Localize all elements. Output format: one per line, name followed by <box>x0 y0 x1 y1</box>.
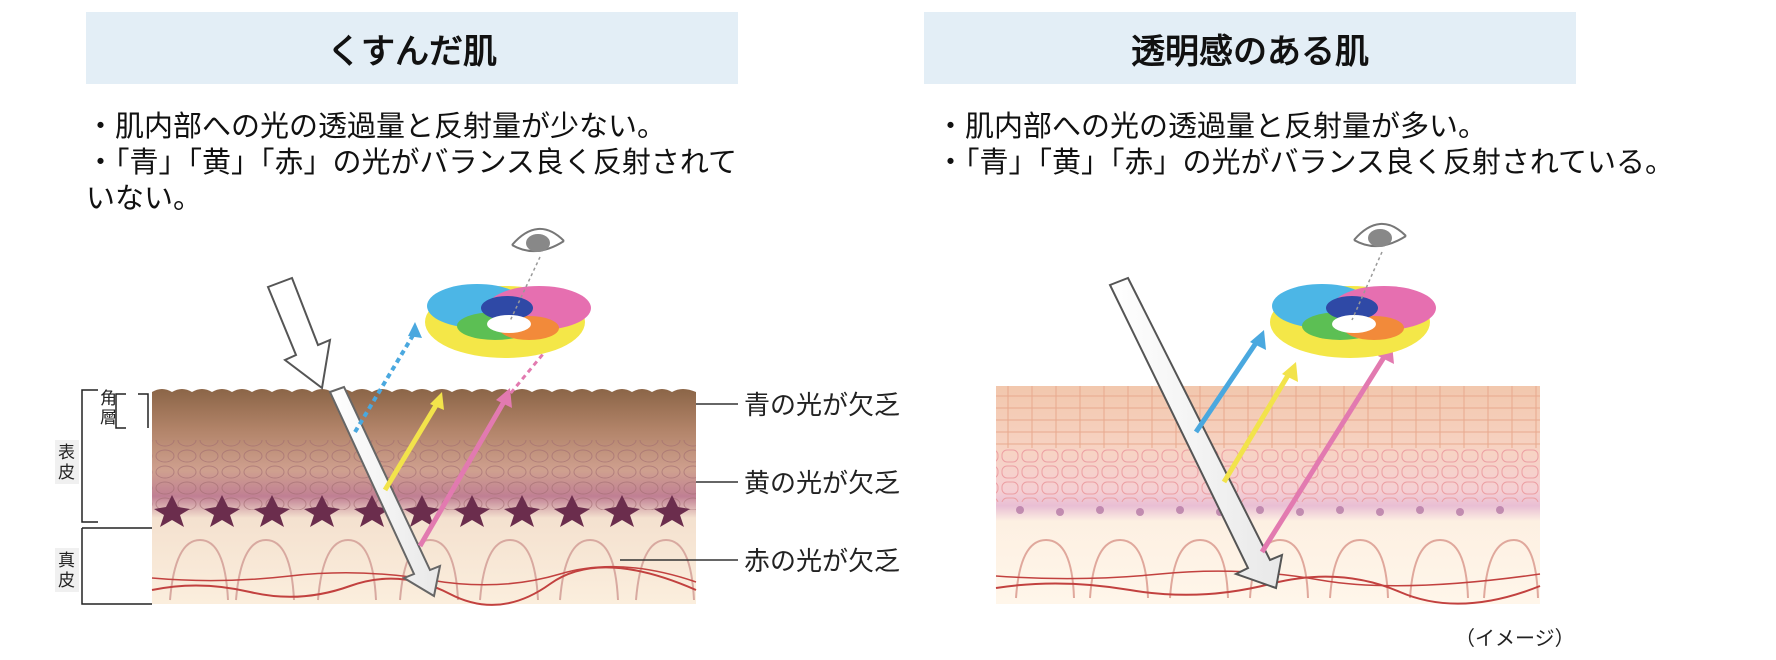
dermis-papillae <box>169 538 695 601</box>
clear-melanocytes <box>1016 506 1504 516</box>
clear-skin-bullet-2: ・「青」「黄」「赤」の光がバランス良く反射されている。 <box>936 145 1675 179</box>
dermis-label-1: 真 <box>58 551 75 571</box>
melanocyte-stars <box>154 495 690 527</box>
dermis-label-2: 皮 <box>58 571 75 591</box>
dull-skin-cells <box>152 440 696 510</box>
epidermis-label-1: 表 <box>58 443 75 463</box>
dull-skin-title: くすんだ肌 <box>86 12 738 84</box>
dull-skin-bullets: ・肌内部への光の透過量と反射量が少ない。 ・「青」「黄」「赤」の光がバランス良く… <box>86 108 746 216</box>
clear-color-wheel-icon <box>1270 284 1436 358</box>
clear-eye-icon <box>1351 222 1407 321</box>
callout-yellow: 黄の光が欠乏 <box>744 469 900 499</box>
layer-brackets <box>81 389 152 605</box>
callout-red: 赤の光が欠乏 <box>744 547 900 577</box>
dull-skin-panel: くすんだ肌 ・肌内部への光の透過量と反射量が少ない。 ・「青」「黄」「赤」の光が… <box>0 0 900 660</box>
clear-skin-corneum <box>996 386 1540 448</box>
reflected-light-arrows <box>353 322 550 548</box>
stratum-corneum-label-1: 角 <box>100 389 117 409</box>
clear-skin-diagram <box>995 222 1541 605</box>
clear-skin-bullets: ・肌内部への光の透過量と反射量が多い。 ・「青」「黄」「赤」の光がバランス良く反… <box>936 108 1776 180</box>
callout-blue: 青の光が欠乏 <box>744 391 900 421</box>
clear-skin-cells <box>996 448 1540 502</box>
clear-light-arrow-icon <box>1108 276 1284 590</box>
stratum-corneum-label-2: 層 <box>100 408 117 428</box>
callout-lines <box>620 403 738 561</box>
dull-skin-bullet-2: ・「青」「黄」「赤」の光がバランス良く反射されていない。 <box>86 145 738 215</box>
image-caption: （イメージ） <box>1455 626 1575 650</box>
color-wheel-icon <box>425 284 591 358</box>
clear-skin-bullet-1: ・肌内部への光の透過量と反射量が多い。 <box>936 109 1488 143</box>
dull-skin-diagram: 角 層 表 皮 真 皮 青の光が欠乏 黄の光が欠乏 赤の光が欠乏 <box>55 227 900 606</box>
light-arrow-icon <box>266 276 442 598</box>
clear-skin-panel: 透明感のある肌 ・肌内部への光の透過量と反射量が多い。 ・「青」「黄」「赤」の光… <box>900 0 1776 660</box>
dull-skin-bullet-1: ・肌内部への光の透過量と反射量が少ない。 <box>86 109 667 143</box>
eye-icon <box>509 227 565 322</box>
epidermis-label-2: 皮 <box>58 463 75 483</box>
clear-skin-title: 透明感のある肌 <box>924 12 1576 84</box>
